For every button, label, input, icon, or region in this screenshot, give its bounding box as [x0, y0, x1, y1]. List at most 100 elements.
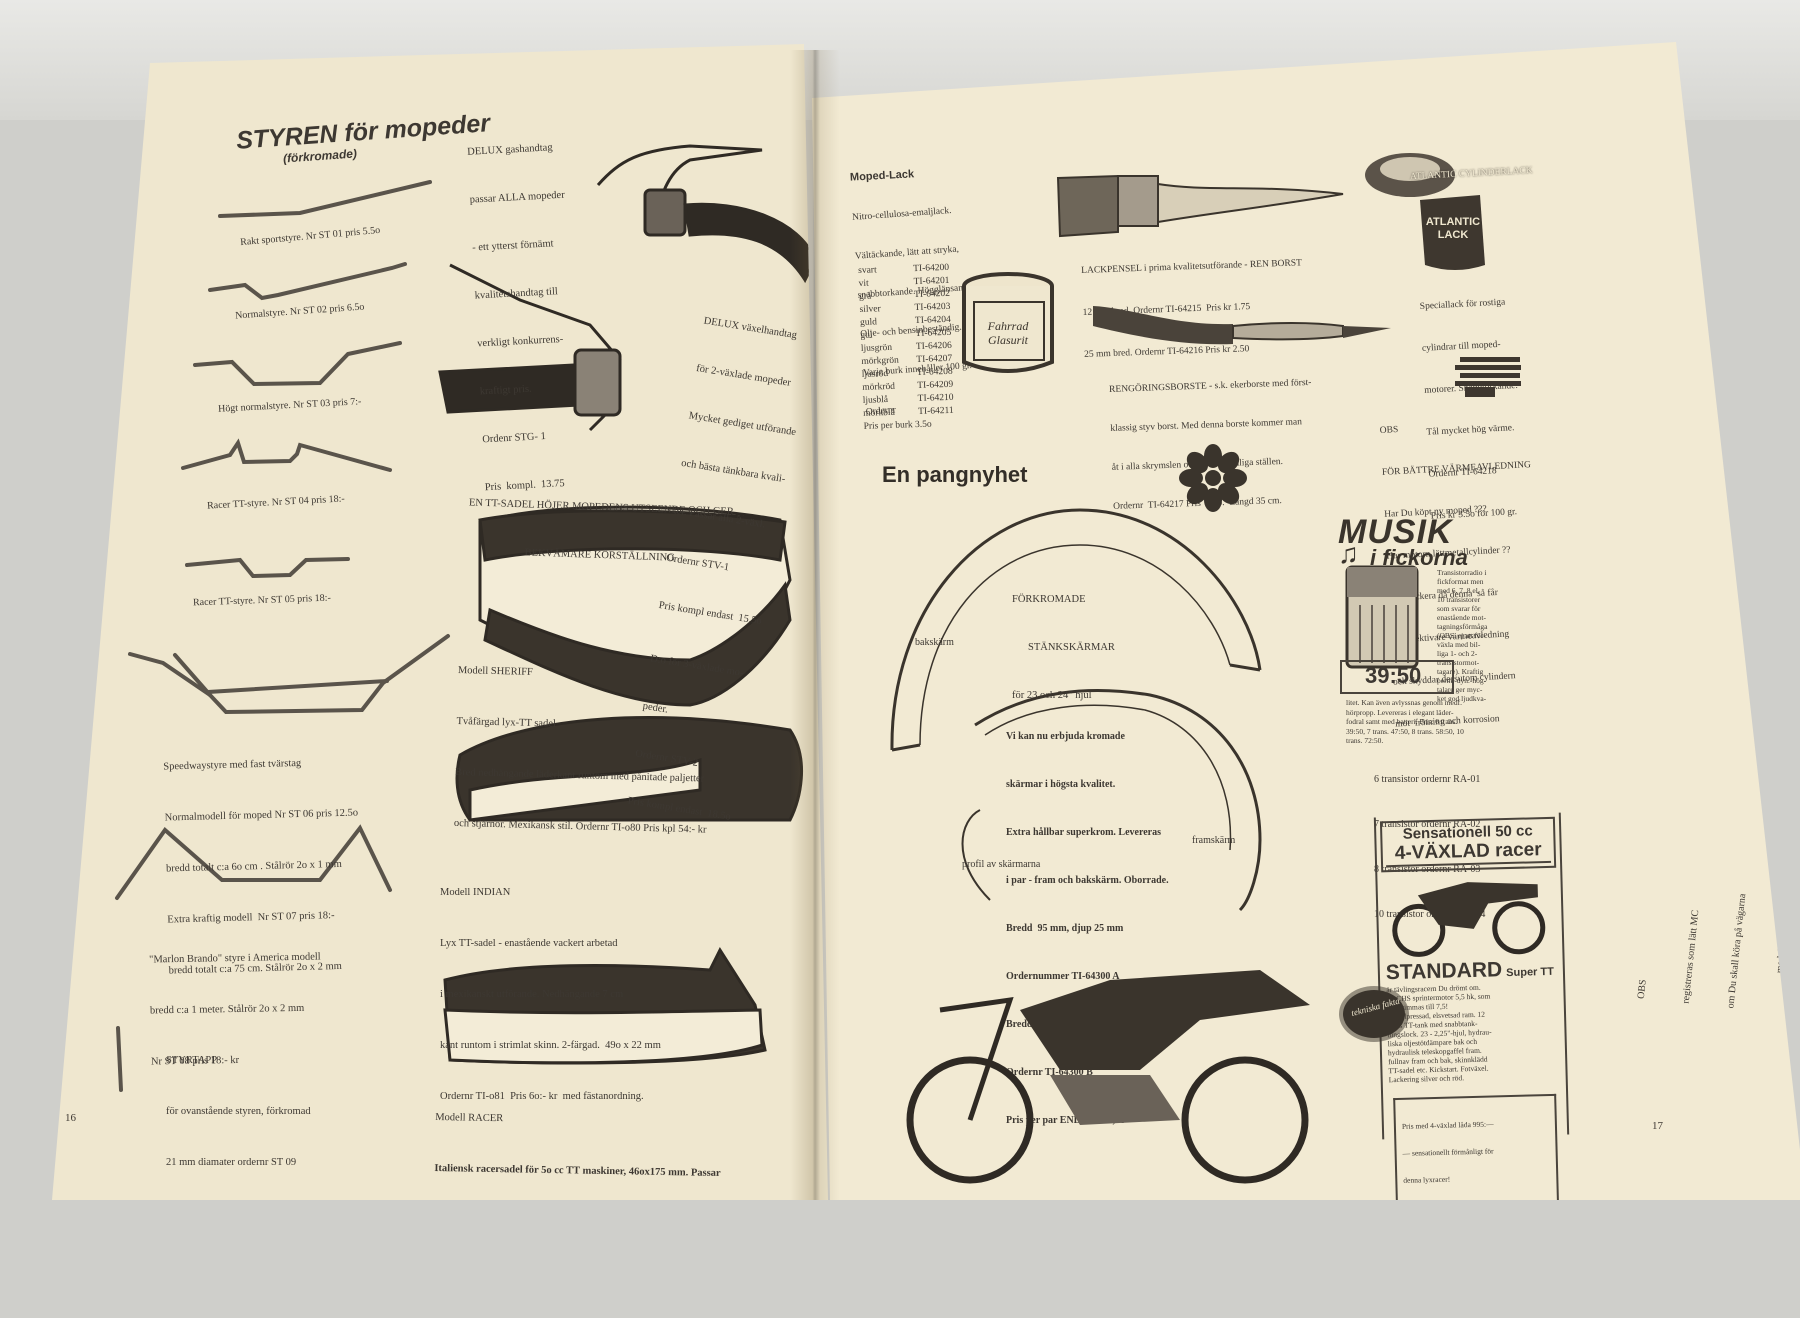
text-line: Pris med 4-växlad låda 995:—	[1401, 1119, 1494, 1131]
obs-registration-note: OBS registreras som lätt MC om Du skall …	[1604, 880, 1800, 1017]
list-item: 6 transistor ordernr RA-01	[1374, 774, 1481, 785]
flower-petal	[1179, 469, 1203, 487]
text-line: bredd c:a 1 meter. Stålrör 2o x 2 mm	[149, 1002, 305, 1017]
text-line: RENGÖRINGSBORSTE - s.k. ekerborste med f…	[1108, 377, 1312, 395]
text-line: OBS	[1635, 978, 1649, 1000]
text-line: FÖRKROMADE	[1012, 594, 1086, 605]
text-line: med 6, 7, 8 el.	[1437, 586, 1480, 595]
text-line: Mycket gediget utförande	[687, 410, 797, 439]
text-line: för ovanstående styren, förkromad	[166, 1106, 311, 1117]
color-order-code: TI-64206	[915, 340, 952, 353]
text-line: och stjärnor. Mexikansk stil. Ordernr TI…	[453, 817, 707, 836]
text-line: Transistorradio i	[1437, 568, 1487, 577]
text-line: Vi kan nu erbjuda kromade	[1006, 731, 1125, 742]
text-line: Bred nedhängande läderkant runtom med på…	[455, 766, 705, 785]
atlantic-can-label: LACK	[1438, 229, 1469, 241]
racer-ad-brand: STANDARD	[1385, 958, 1503, 985]
text-line: registreras som lätt MC	[1680, 909, 1702, 1005]
flower-petal	[1204, 488, 1222, 512]
text-line: Extra hållbar superkrom. Levereras	[1006, 827, 1161, 838]
flower-petal	[1186, 482, 1209, 505]
flower-petal	[1217, 482, 1240, 505]
text-line: DELUX gashandtag	[466, 142, 553, 158]
racer-ad-price-box: Pris med 4-växlad låda 995:— — sensation…	[1393, 1093, 1559, 1200]
color-order-code: TI-64205	[915, 327, 952, 340]
text-line: skärmar i högsta kvalitet.	[1006, 779, 1116, 790]
front-fender-label: framskärm	[1192, 835, 1236, 846]
text-line: 21 mm diamater ordernr ST 09	[166, 1157, 297, 1168]
indian-description: Modell INDIAN Lyx TT-sadel - enastående …	[440, 850, 661, 1139]
text-line: Pris kompl endast 15.5o	[657, 600, 763, 628]
text-line: STÄNKSKÄRMAR	[1028, 642, 1115, 653]
text-line: trans. 72:50.	[1346, 736, 1384, 745]
radio-description-continued: litet. Kan även avlyssnas genom medf.hör…	[1346, 698, 1464, 746]
left-page: STYREN för mopeder (förkromade)	[52, 44, 828, 1200]
text-line: tagare). Kraftig	[1437, 667, 1484, 676]
flower-petal	[1204, 444, 1222, 468]
paint-can-illustration: Fahrrad Glasurit	[962, 272, 1054, 373]
text-line: liga 1- och 2-	[1437, 649, 1478, 658]
flower-petal	[1186, 451, 1209, 474]
book-gutter	[790, 50, 840, 1200]
color-order-code: TI-64200	[913, 262, 950, 275]
paintbrush-illustration	[1056, 174, 1344, 238]
text-line: Modell SHERIFF	[457, 664, 533, 678]
text-line: fodral samt med batteri. Pris: 6 trans.	[1346, 717, 1458, 726]
text-line: kvalitetshandtag till	[474, 286, 559, 302]
text-line: transistormot-	[1437, 658, 1480, 667]
text-line: kraftigt pris.	[479, 383, 532, 398]
text-line: Speciallack för rostiga	[1419, 297, 1506, 312]
badge-text: tekniska fakta	[1350, 995, 1401, 1019]
flower-petal	[1217, 451, 1240, 474]
text-line: (OBS. ej att för-	[1437, 631, 1486, 640]
text-line: klassig styv borst. Med denna borste kom…	[1110, 417, 1303, 434]
news-heading: En pangnyhet	[882, 462, 1028, 487]
music-note-icon: ♫	[1338, 539, 1359, 570]
text-line: Modell INDIAN	[440, 887, 511, 898]
text-line: EN TT-SADEL HÖJER MOPEDENS UTSEENDE OCH …	[468, 497, 735, 518]
text-line: Ordernr TI-64300 B	[1006, 1067, 1093, 1078]
fender-title: FÖRKROMADE STÄNKSKÄRMAR för 23 och 24" h…	[1012, 560, 1115, 736]
radio-price-box	[1340, 660, 1454, 694]
text-line: OBS	[1379, 424, 1399, 436]
text-line: litet. Kan även avlyssnas genom medf.	[1346, 698, 1463, 707]
color-order-code: TI-64210	[917, 392, 954, 404]
text-line: som svarar för	[1437, 604, 1481, 613]
radio-illustration	[1345, 565, 1419, 669]
atlantic-can-label: ATLANTIC	[1426, 216, 1480, 228]
racer-ad-description: är tävlingsracern Du drömt om.SACHS spri…	[1380, 981, 1566, 1085]
text-line: passar ALLA mopeder	[469, 189, 565, 206]
text-line: FÖR BÄTTRE VÄRMEAVLEDNING	[1381, 460, 1532, 478]
can-label: Glasurit	[988, 333, 1029, 347]
text-line: bredd totalt c:a 6o cm . Stålrör 2o x 1 …	[165, 858, 342, 875]
text-line: Pris kr 9.5o	[166, 1263, 218, 1274]
flower-icon	[1179, 444, 1247, 512]
text-line: Tvåfärgad lyx-TT sadel	[456, 715, 556, 730]
text-line: 39:50, 7 trans. 47:50, 8 trans. 58:50, 1…	[1346, 726, 1464, 736]
text-line: Ordenr STG- 1	[482, 431, 547, 446]
musik-title: MUSIK	[1338, 513, 1453, 551]
saddle-heading: EN TT-SADEL HÖJER MOPEDENS UTSEENDE OCH …	[466, 463, 735, 600]
text-line: cylindrar till moped-	[1421, 339, 1501, 354]
racer-ad-brand-row: STANDARD Super TT	[1380, 957, 1564, 986]
text-line: i par - fram och bakskärm. Oborrade.	[1006, 875, 1169, 886]
text-line: ket god ljudkva-	[1437, 694, 1487, 703]
tekniska-fakta-badge: tekniska fakta	[1343, 990, 1405, 1038]
moped-illustration	[906, 970, 1310, 1184]
text-line: LACKPENSEL i prima kvalitetsutförande - …	[1081, 258, 1303, 276]
text-line: tagningsförmåga	[1437, 622, 1488, 631]
flower-petal	[1223, 469, 1247, 487]
text-line: denna lyxracer!	[1403, 1174, 1451, 1185]
text-line: perm.-dyn.-hög-	[1437, 676, 1487, 685]
text-line: Bredd 95 mm, djup 25 mm	[1006, 923, 1124, 934]
text-line: STYRTAPP	[166, 1055, 218, 1066]
text-line: om Du skall köra på vägarna	[1725, 893, 1749, 1009]
color-order-code: TI-64207	[916, 353, 953, 366]
racer-ad-headline: 4-VÄXLAD racer	[1385, 838, 1552, 868]
text-line: Vältäckande, lätt att stryka,	[854, 244, 960, 262]
color-order-code: TI-64209	[917, 379, 954, 392]
profile-label: profil av skärmarna	[962, 859, 1041, 870]
cylinder-icon	[1455, 357, 1521, 397]
handlebar-illustrations	[115, 144, 817, 1092]
radio-order-list: 6 transistor ordernr RA-01 7 transistor …	[1374, 742, 1485, 952]
